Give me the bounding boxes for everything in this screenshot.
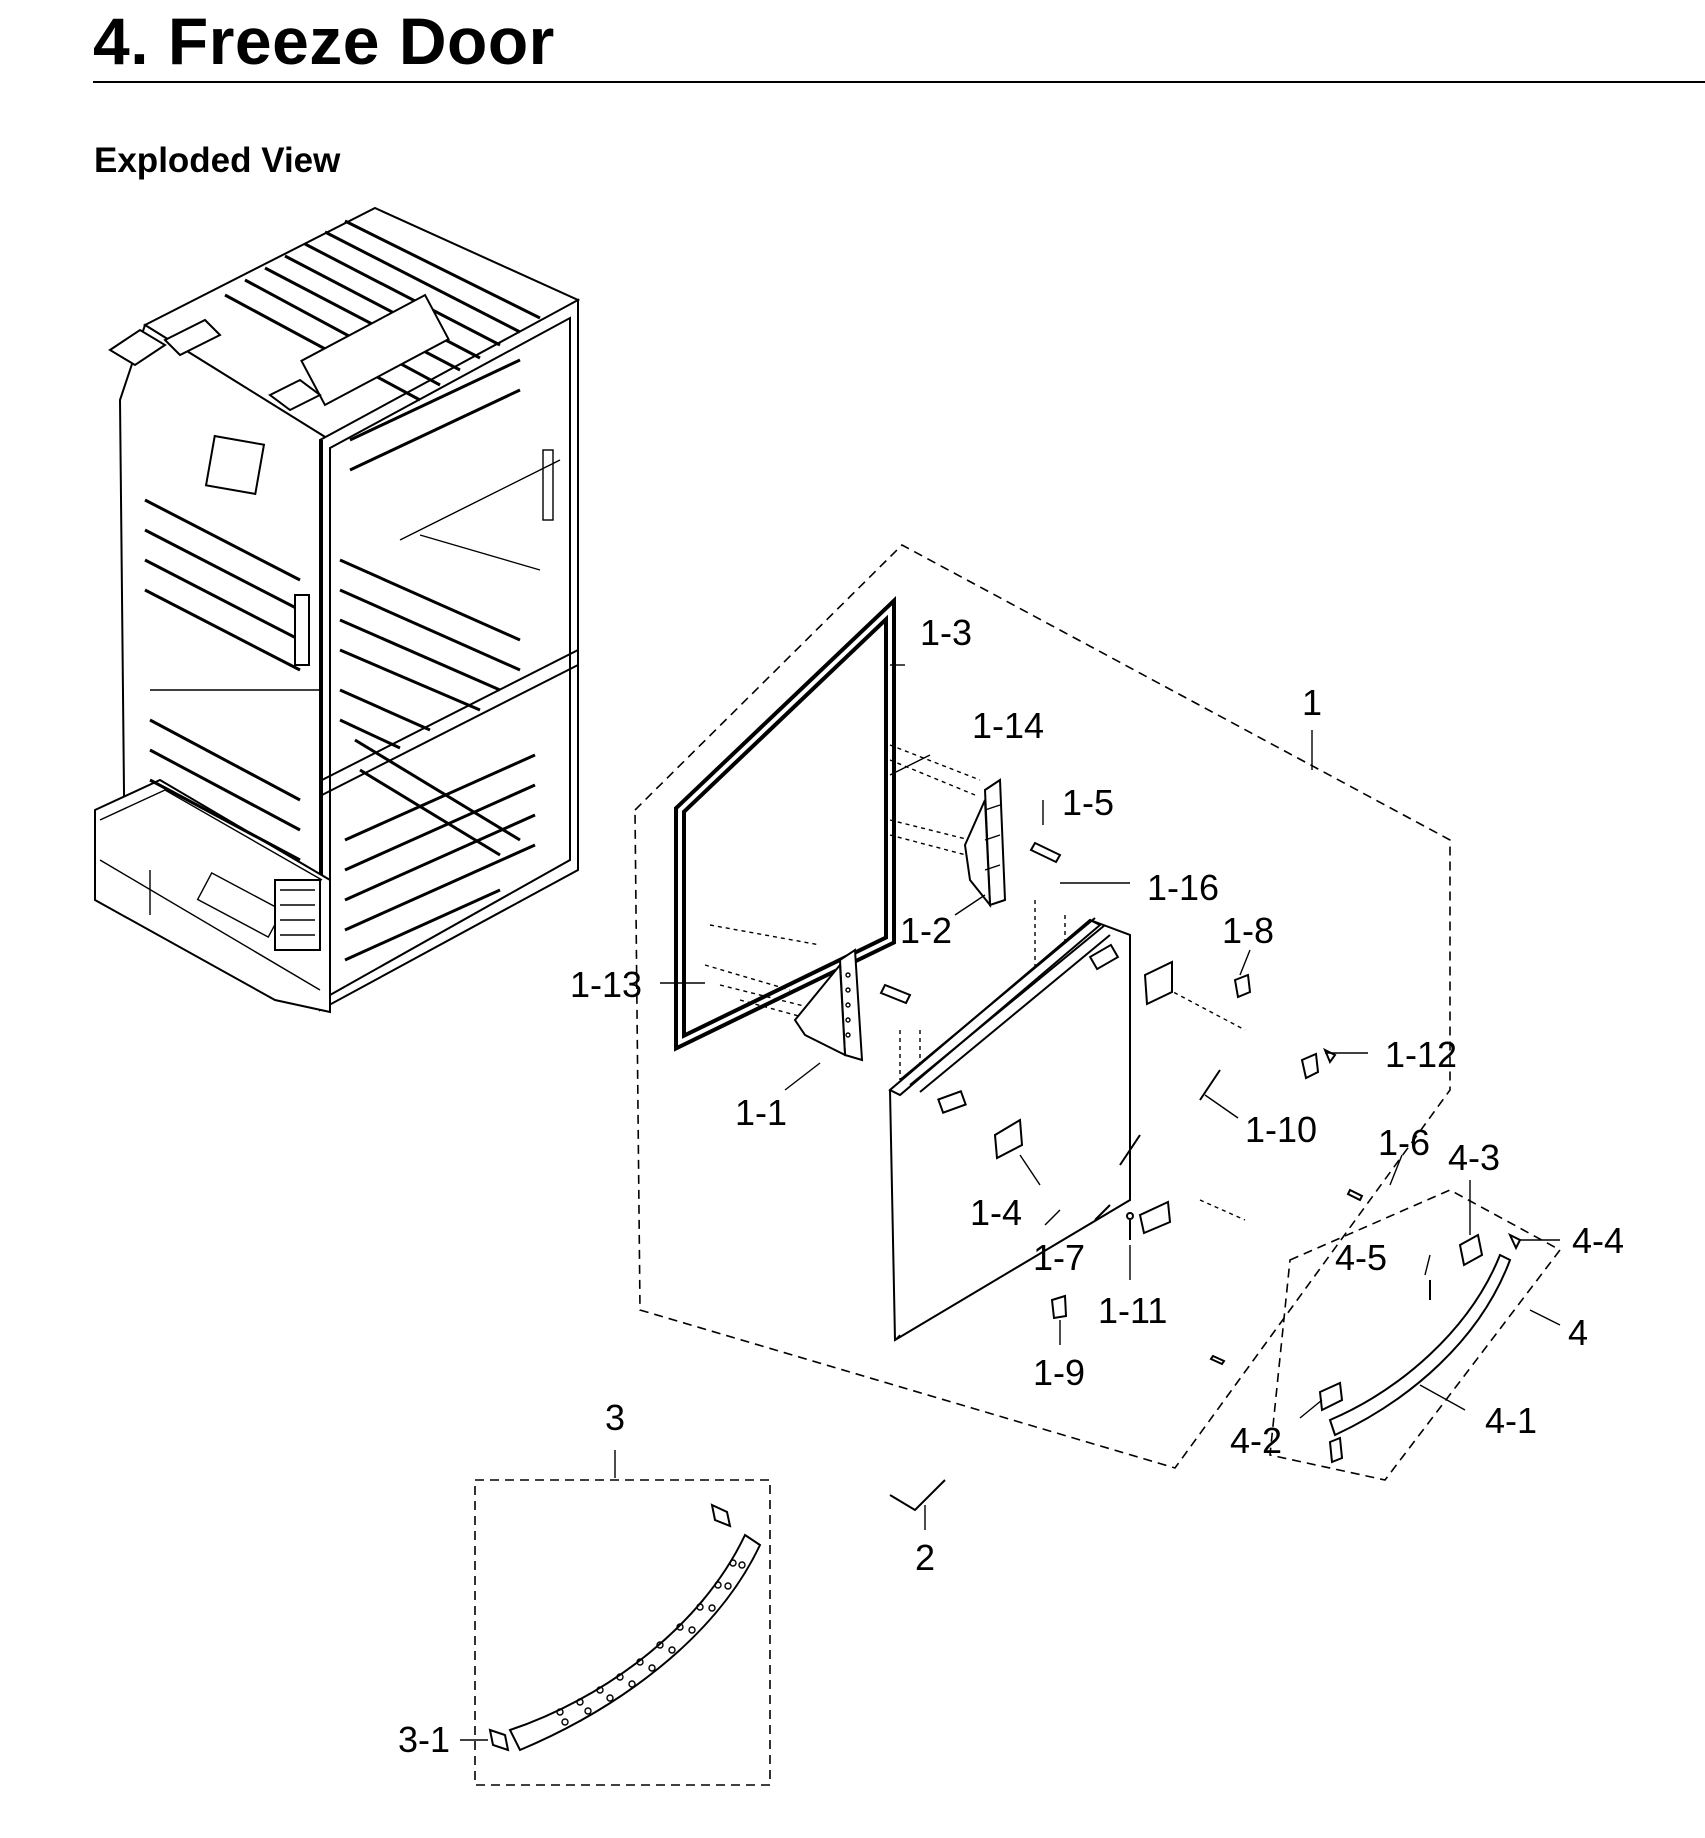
callout-1-1: 1-1 [735, 1092, 787, 1133]
callout-1-10: 1-10 [1245, 1109, 1317, 1150]
callout-4-5: 4-5 [1335, 1237, 1387, 1278]
part-1-9-cap [1050, 1294, 1068, 1320]
part-4-4-screw [1507, 1232, 1522, 1251]
callout-1-11: 1-11 [1098, 1290, 1167, 1331]
part-1-5-screw [879, 841, 1062, 1005]
refrigerator-cabinet [94, 206, 581, 1014]
part-2-hinge-pin [889, 1479, 946, 1512]
part-3-kick-plate [508, 1533, 762, 1752]
callout-4: 4 [1568, 1312, 1588, 1353]
title-rule [93, 81, 1705, 83]
part-3-1-screw [488, 1503, 732, 1752]
part-1-8-cap [1233, 973, 1252, 999]
leader-lines [460, 664, 1561, 1741]
part-4-3-end-cap [1458, 1233, 1484, 1267]
callout-3: 3 [605, 1397, 625, 1438]
callout-1-4: 1-4 [970, 1192, 1022, 1233]
callout-1-6: 1-6 [1378, 1122, 1430, 1163]
part-1-10-pin [1119, 1069, 1221, 1166]
callout-1-2: 1-2 [900, 910, 952, 951]
part-1-6-screw [1209, 1188, 1364, 1366]
assembly-4-boundary [1269, 1189, 1562, 1481]
part-1-4-hinge-plate [993, 960, 1173, 1235]
part-4-1-handle [1328, 1253, 1512, 1437]
part-1-7-clip [1094, 1204, 1111, 1221]
callout-1-16: 1-16 [1147, 867, 1219, 908]
part-1-1-lower-bracket [793, 948, 864, 1062]
section-subtitle: Exploded View [94, 141, 341, 180]
callout-4-1: 4-1 [1485, 1400, 1537, 1441]
callout-1-13: 1-13 [570, 964, 642, 1005]
part-1-12-stopper [1300, 1047, 1337, 1080]
callout-1-7: 1-7 [1033, 1237, 1085, 1278]
part-1-11-pin [1126, 1212, 1134, 1240]
callout-1-12: 1-12 [1385, 1034, 1457, 1075]
part-1-3-door-gasket [674, 596, 896, 1052]
callout-3-1: 3-1 [398, 1719, 450, 1760]
part-4-2-end-cap [1318, 1381, 1344, 1464]
callout-4-3: 4-3 [1448, 1137, 1500, 1178]
callout-1: 1 [1302, 682, 1322, 723]
callout-1-9: 1-9 [1033, 1352, 1085, 1393]
callout-1-3: 1-3 [920, 612, 972, 653]
callout-1-5: 1-5 [1062, 782, 1114, 823]
assembly-1-boundary [634, 544, 1451, 1469]
callout-1-8: 1-8 [1222, 910, 1274, 951]
callout-1-14: 1-14 [972, 705, 1044, 746]
callout-4-4: 4-4 [1572, 1220, 1624, 1261]
callout-4-2: 4-2 [1230, 1420, 1282, 1461]
callout-2: 2 [915, 1537, 935, 1578]
page-title: 4. Freeze Door [93, 4, 555, 78]
part-1-2-upper-bracket [963, 778, 1007, 909]
